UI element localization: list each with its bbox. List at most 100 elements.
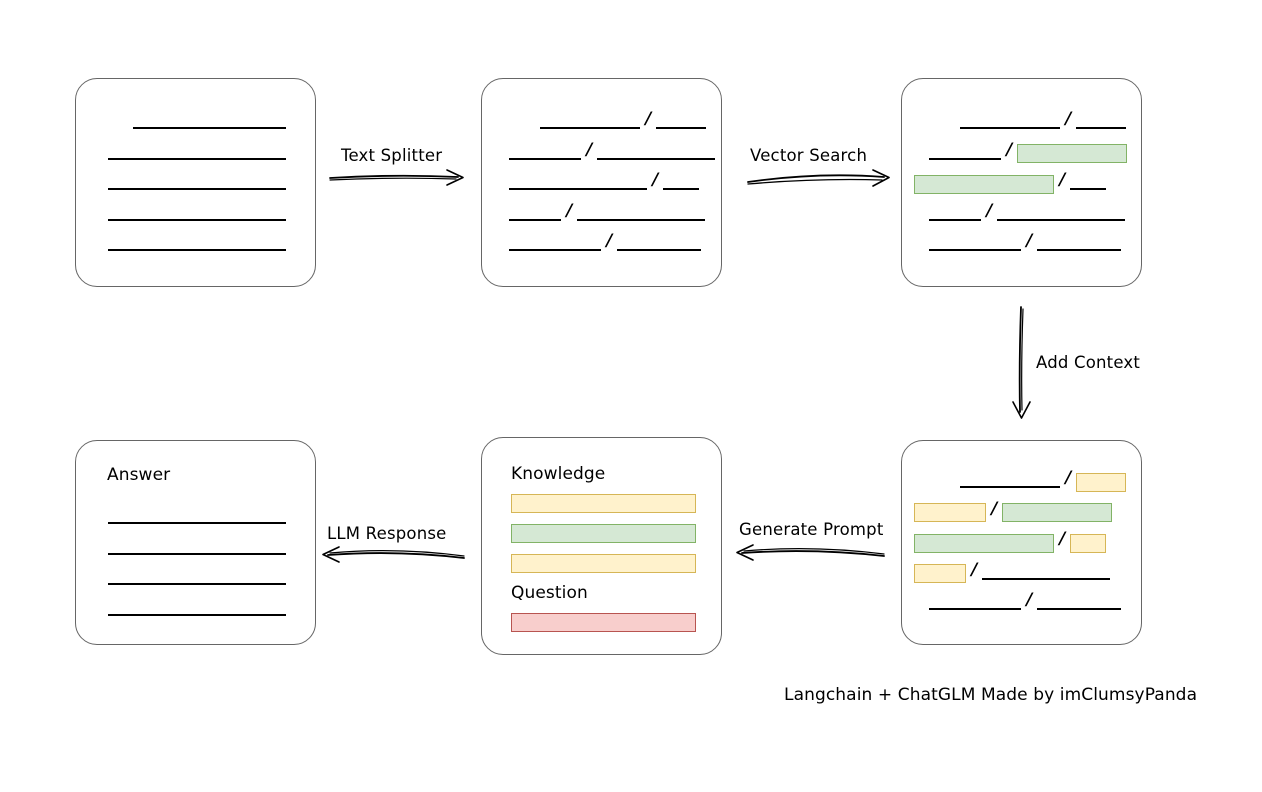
chunk-separator-slash: / [971, 559, 978, 580]
document-row: / [914, 500, 1113, 522]
prompt-bar-yellow [511, 554, 696, 573]
text-line-segment [108, 583, 286, 585]
text-line-segment [663, 188, 700, 190]
text-line-segment [509, 218, 561, 221]
node-split-chunks[interactable]: / / / / / [481, 78, 722, 287]
text-line-segment [656, 127, 707, 129]
text-line-segment [929, 157, 1001, 160]
document-row [108, 511, 286, 525]
arrow-generate-prompt [736, 544, 885, 561]
text-line-segment [929, 218, 981, 221]
document-row: / [929, 233, 1122, 252]
document-row [133, 116, 286, 130]
chunk-block-green [914, 174, 1054, 194]
chunk-separator-slash: / [1006, 139, 1013, 160]
text-line-segment [617, 249, 702, 251]
text-line-segment [577, 218, 706, 221]
document-row: / [540, 111, 707, 130]
answer-heading: Answer [107, 465, 171, 485]
chunk-block-green [1017, 144, 1128, 163]
text-line-segment [1037, 249, 1122, 251]
text-line-segment [960, 127, 1060, 129]
chunk-block-yellow [914, 503, 986, 522]
node-context-chunks[interactable]: / / / / / [901, 440, 1142, 645]
chunk-separator-slash: / [1065, 109, 1072, 129]
text-line-segment [929, 608, 1021, 610]
document-row: / [929, 202, 1126, 222]
text-line-segment [1070, 188, 1107, 190]
chunk-block-green [1002, 503, 1113, 522]
footer-credit: Langchain + ChatGLM Made by imClumsyPand… [784, 685, 1198, 705]
text-line-segment [997, 218, 1126, 221]
prompt-bar-green [511, 524, 696, 543]
text-line-segment [108, 249, 286, 251]
chunk-separator-slash: / [1065, 468, 1072, 488]
edge-label-text-splitter: Text Splitter [341, 146, 443, 165]
edge-label-add-context: Add Context [1036, 353, 1141, 372]
node-source-document[interactable] [75, 78, 316, 287]
document-row: / [929, 141, 1128, 163]
document-row: / [509, 233, 702, 252]
text-line-segment [509, 188, 647, 190]
document-row [108, 147, 286, 161]
document-row: / [914, 172, 1107, 194]
document-row: / [929, 592, 1122, 611]
chunk-separator-slash: / [645, 109, 652, 129]
text-line-segment [1076, 127, 1127, 129]
text-line-segment [982, 577, 1111, 580]
text-line-segment [929, 249, 1021, 251]
document-row [108, 572, 286, 586]
chunk-block-yellow [1076, 472, 1127, 492]
document-row [108, 603, 286, 617]
arrow-add-context [1012, 306, 1031, 419]
document-row [108, 238, 286, 252]
chunk-separator-slash: / [1026, 590, 1033, 610]
chunk-separator-slash: / [1059, 170, 1066, 190]
chunk-block-yellow [914, 564, 966, 583]
document-row [108, 208, 286, 222]
chunk-separator-slash: / [986, 200, 993, 221]
text-line-segment [133, 127, 286, 129]
text-line-segment [1037, 608, 1122, 610]
chunk-separator-slash: / [991, 498, 998, 519]
text-line-segment [108, 188, 286, 190]
chunk-separator-slash: / [606, 231, 613, 251]
chunk-separator-slash: / [1026, 231, 1033, 251]
document-row: / [509, 202, 706, 222]
document-row: / [509, 141, 716, 161]
edge-label-generate-prompt: Generate Prompt [739, 520, 884, 539]
chunk-block-green [914, 533, 1054, 553]
edge-label-llm-response: LLM Response [327, 524, 447, 543]
text-line-segment [108, 218, 286, 221]
text-line-segment [108, 552, 286, 555]
arrow-llm-response [322, 546, 465, 563]
text-line-segment [960, 486, 1060, 488]
text-line-segment [108, 613, 286, 616]
arrow-vector-search [747, 169, 890, 187]
document-row: / [914, 561, 1111, 583]
text-line-segment [509, 157, 581, 160]
question-heading: Question [511, 583, 588, 603]
chunk-block-yellow [1070, 533, 1107, 553]
document-row [108, 177, 286, 191]
document-row: / [509, 172, 700, 191]
text-line-segment [108, 157, 286, 160]
node-prompt[interactable]: Knowledge Question [481, 437, 722, 655]
text-line-segment [597, 157, 716, 160]
chunk-separator-slash: / [566, 200, 573, 221]
arrow-text-splitter [329, 169, 464, 186]
text-line-segment [108, 522, 286, 524]
chunk-separator-slash: / [586, 139, 593, 160]
document-row [108, 542, 286, 556]
knowledge-heading: Knowledge [511, 464, 606, 484]
chunk-separator-slash: / [1059, 529, 1066, 549]
document-row: / [914, 531, 1107, 553]
text-line-segment [540, 127, 640, 129]
text-line-segment [509, 249, 601, 251]
node-answer[interactable]: Answer [75, 440, 316, 645]
node-vector-matched-chunks[interactable]: / / / / / [901, 78, 1142, 287]
prompt-bar-red [511, 613, 696, 632]
prompt-bar-yellow [511, 494, 696, 513]
document-row: / [960, 111, 1127, 130]
